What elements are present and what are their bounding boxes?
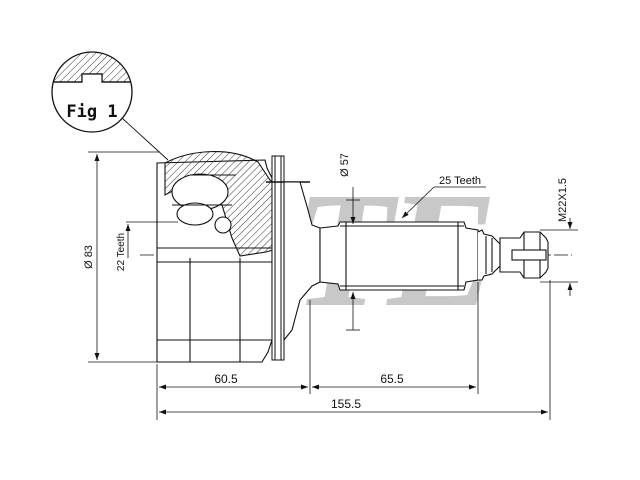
joint-housing	[156, 150, 303, 363]
label-outer-spline: 25 Teeth	[439, 175, 481, 187]
fig-label: Fig 1	[66, 102, 117, 122]
dim-outer-diameter	[88, 151, 160, 363]
dim-thread	[540, 218, 578, 296]
label-thread: M22X1.5	[557, 178, 569, 222]
fig-1-detail: Fig 1	[51, 51, 169, 161]
label-total-length: 155.5	[331, 397, 361, 411]
extension-lines	[156, 280, 551, 420]
label-shaft-diameter: Ø 57	[339, 153, 351, 177]
dim-inner-spline	[125, 221, 178, 258]
dim-outer-spline	[401, 186, 486, 219]
label-length-b: 65.5	[380, 372, 404, 386]
shaft	[283, 181, 549, 342]
dim-shaft-diameter	[346, 187, 360, 331]
label-outer-diameter: Ø 83	[83, 245, 95, 269]
label-inner-spline: 22 Teeth	[116, 233, 127, 271]
label-length-a: 60.5	[214, 372, 238, 386]
abs-ring	[266, 155, 310, 361]
